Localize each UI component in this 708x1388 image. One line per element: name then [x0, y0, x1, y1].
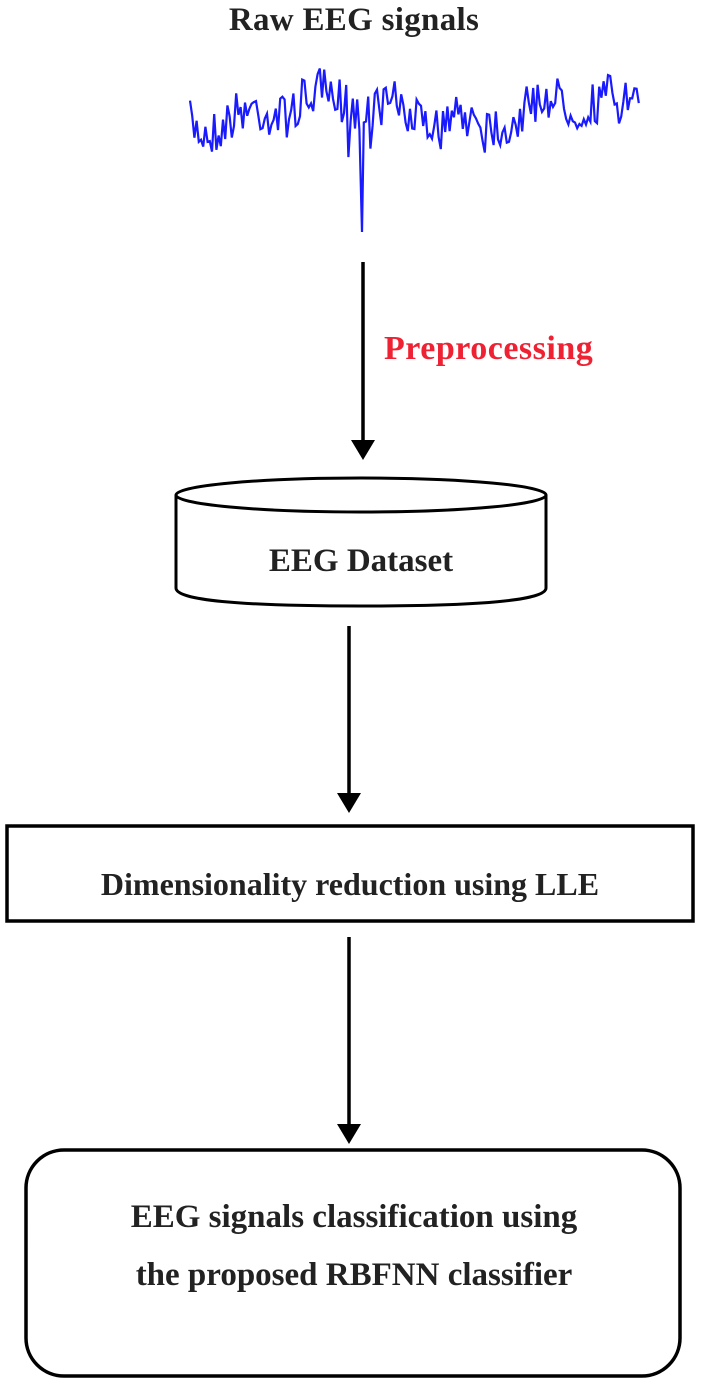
arrow-preprocessing — [351, 262, 375, 460]
preprocessing-label: Preprocessing — [384, 330, 594, 367]
reduction-label: Dimensionality reduction using LLE — [100, 866, 600, 902]
dataset-label: EEG Dataset — [268, 543, 454, 579]
classification-label-line-2: the proposed RBFNN classifier — [135, 1257, 573, 1293]
signal-title: Raw EEG signals — [228, 2, 480, 38]
classification-label: EEG signals classification using the pro… — [28, 1188, 680, 1304]
classification-label-line-1: EEG signals classification using — [130, 1199, 578, 1235]
arrow-dataset-to-reduction — [337, 626, 361, 813]
eeg-waveform-icon — [188, 68, 640, 233]
arrow-reduction-to-classification — [337, 937, 361, 1144]
classification-box — [24, 1148, 682, 1378]
reduction-box — [5, 824, 695, 923]
dataset-cylinder — [174, 476, 548, 608]
